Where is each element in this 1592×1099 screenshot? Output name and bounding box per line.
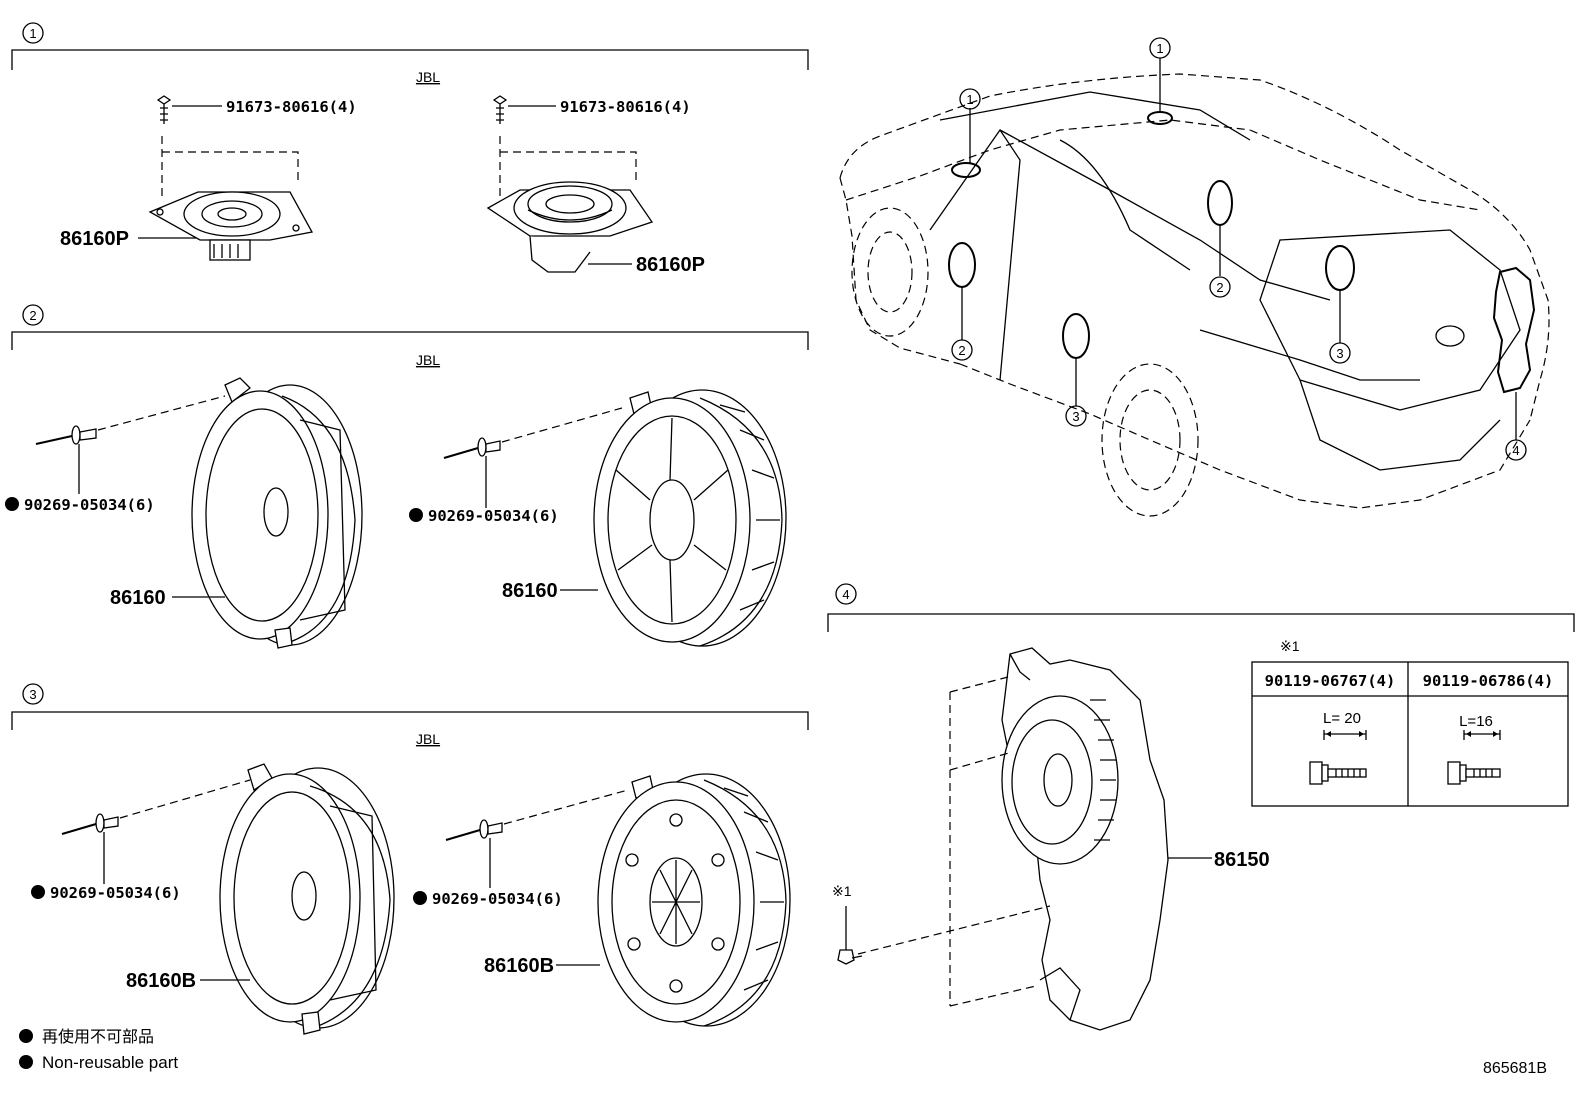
section-1-bracket <box>11 49 809 70</box>
vehicle-callout-1b: 1 <box>1156 41 1163 56</box>
section-3: 3 JBL 90269-05034(6) 86160B <box>11 683 809 1035</box>
rivet-3b-drawing <box>445 789 629 888</box>
vehicle-speaker-ring-1b <box>1147 111 1173 125</box>
section-1-number: 1 <box>29 26 36 41</box>
vehicle-speaker-ring-2b <box>1207 180 1233 226</box>
table-note-mark: ※1 <box>1280 638 1300 654</box>
tweeter-right-drawing <box>486 95 654 273</box>
table-col1-length: L= 20 <box>1323 710 1361 727</box>
section-2-bolt-b-label: 90269-05034(6) <box>428 507 559 525</box>
vehicle-callout-1a: 1 <box>966 92 973 107</box>
section-2-part-a-label: 86160 <box>110 587 166 609</box>
vehicle-speaker-ring-1a <box>951 162 981 178</box>
section-2-bracket <box>11 331 809 350</box>
vehicle-drawing <box>839 73 1550 517</box>
rivet-2a-drawing <box>35 395 226 494</box>
section-3-part-b-label: 86160B <box>484 955 554 977</box>
vehicle-speaker-ring-3b <box>1325 245 1355 291</box>
section-1-screw-a-label: 91673-80616(4) <box>226 98 357 116</box>
section-2-jbl-label: JBL <box>416 352 440 368</box>
section-2-bolt-a-label: 90269-05034(6) <box>24 496 155 514</box>
section-2: 2 JBL 90269-05034(6) 86160 <box>5 304 809 649</box>
woofer-86150-drawing <box>857 647 1169 1031</box>
speaker-86160-right-drawing <box>593 389 787 647</box>
vehicle-callout-3a: 3 <box>1072 409 1079 424</box>
bolt-icon-col1 <box>1309 761 1367 785</box>
vehicle-callout-2b: 2 <box>1216 280 1223 295</box>
section-1-jbl-label: JBL <box>416 69 440 85</box>
speaker-86160B-right-drawing <box>597 773 791 1027</box>
legend: 再使用不可部品 Non-reusable part <box>19 1028 178 1072</box>
vehicle-callout-4: 4 <box>1512 443 1519 458</box>
legend-jp-text: 再使用不可部品 <box>42 1028 154 1046</box>
vehicle-callouts: 1 1 2 2 3 3 4 <box>951 37 1527 461</box>
section-3-part-a-label: 86160B <box>126 970 196 992</box>
vehicle-callout-3b: 3 <box>1336 346 1343 361</box>
section-3-bolt-a-label: 90269-05034(6) <box>50 884 181 902</box>
section-4: 4 86150 ※1 ※1 <box>827 583 1575 1031</box>
speaker-86160-left-drawing <box>191 377 363 649</box>
bolt-spec-table: 90119-06767(4) 90119-06786(4) L= 20 L=16 <box>1251 661 1569 807</box>
bolt-icon-col2 <box>1447 761 1501 785</box>
table-col2-header: 90119-06786(4) <box>1423 672 1554 690</box>
section-4-part-label: 86150 <box>1214 849 1270 871</box>
section-4-bracket <box>827 613 1575 632</box>
section-2-number: 2 <box>29 308 36 323</box>
speaker-86160B-left-drawing <box>219 763 395 1035</box>
legend-dot-en <box>19 1055 33 1069</box>
rivet-2b-drawing <box>443 407 623 508</box>
screw-note1-drawing <box>837 906 863 965</box>
table-col2-length: L=16 <box>1459 713 1493 730</box>
section-1-screw-b-label: 91673-80616(4) <box>560 98 691 116</box>
table-col1-header: 90119-06767(4) <box>1265 672 1396 690</box>
legend-en-text: Non-reusable part <box>42 1053 178 1072</box>
screw-note1-mark: ※1 <box>832 883 852 899</box>
vehicle-speaker-ring-3a <box>1062 313 1090 359</box>
section-3-bracket <box>11 711 809 730</box>
vehicle-woofer-outline-4 <box>1492 266 1536 394</box>
rivet-3a-drawing <box>61 779 251 884</box>
section-1: 1 JBL 91673-80616(4) 86160P <box>11 22 809 276</box>
vehicle-callout-2a: 2 <box>958 343 965 358</box>
section-1-part-a-label: 86160P <box>60 228 129 250</box>
legend-dot-jp <box>19 1029 33 1043</box>
drawing-number: 865681B <box>1483 1060 1547 1077</box>
section-2-part-b-label: 86160 <box>502 580 558 602</box>
section-3-bolt-b-label: 90269-05034(6) <box>432 890 563 908</box>
section-4-number: 4 <box>842 587 849 602</box>
section-3-number: 3 <box>29 687 36 702</box>
tweeter-left-drawing <box>148 95 314 261</box>
vehicle-speaker-ring-2a <box>948 242 976 288</box>
section-1-part-b-label: 86160P <box>636 254 705 276</box>
section-3-jbl-label: JBL <box>416 731 440 747</box>
